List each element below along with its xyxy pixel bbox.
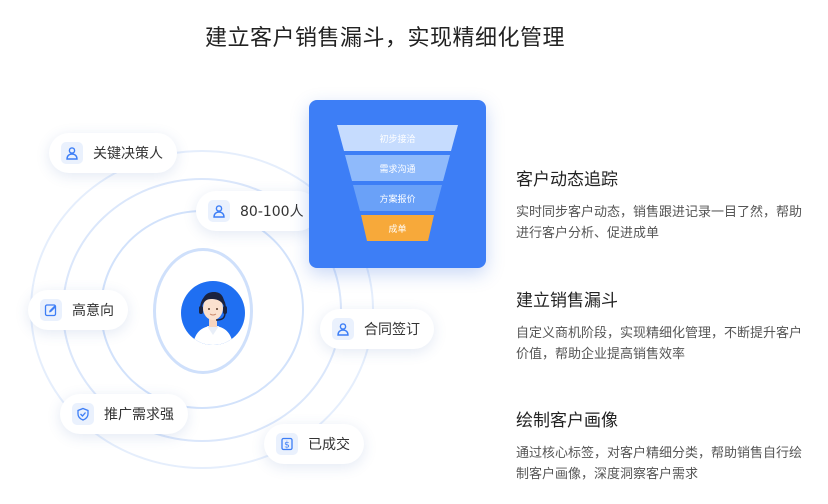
feature-description: 自定义商机阶段，实现精细化管理，不断提升客户价值，帮助企业提高销售效率 [516, 326, 803, 362]
feature-sales-funnel: 建立销售漏斗 自定义商机阶段，实现精细化管理，不断提升客户价值，帮助企业提高销售… [516, 286, 806, 365]
person-icon [208, 200, 230, 222]
page-title: 建立客户销售漏斗，实现精细化管理 [204, 26, 565, 51]
tag-deal-closed: $ 已成交 [264, 424, 364, 464]
sales-funnel-card: 初步接洽 需求沟通 方案报价 成单 [309, 100, 486, 268]
funnel-stage-1-label: 初步接洽 [379, 133, 415, 145]
tag-company-size: 80-100人 [196, 191, 318, 231]
feature-customer-profile: 绘制客户画像 通过核心标签，对客户精细分类，帮助销售自行绘制客户画像，深度洞察客… [516, 406, 806, 485]
salesperson-avatar [181, 281, 245, 345]
feature-title: 建立销售漏斗 [516, 291, 618, 311]
tag-decision-maker: 关键决策人 [49, 133, 177, 173]
tag-label: 高意向 [72, 303, 114, 319]
feature-customer-tracking: 客户动态追踪 实时同步客户动态，销售跟进记录一目了然，帮助进行客户分析、促进成单 [516, 165, 806, 244]
funnel-stage-3 [353, 185, 442, 211]
tag-label: 推广需求强 [104, 407, 174, 423]
feature-description: 通过核心标签，对客户精细分类，帮助销售自行绘制客户画像，深度洞察客户需求 [516, 446, 803, 482]
tag-contract-signed: 合同签订 [320, 309, 434, 349]
funnel-stage-3-label: 方案报价 [379, 193, 415, 205]
edit-icon [40, 299, 62, 321]
tag-high-intent: 高意向 [28, 290, 128, 330]
funnel-stage-2 [345, 155, 450, 181]
person-icon [332, 318, 354, 340]
tag-strong-demand: 推广需求强 [60, 394, 188, 434]
svg-text:$: $ [284, 441, 290, 451]
shield-icon [72, 403, 94, 425]
funnel-stage-2-label: 需求沟通 [379, 163, 415, 175]
feature-description: 实时同步客户动态，销售跟进记录一目了然，帮助进行客户分析、促进成单 [516, 205, 803, 241]
dollar-doc-icon: $ [276, 433, 298, 455]
tag-label: 合同签订 [364, 322, 420, 338]
tag-label: 关键决策人 [93, 146, 163, 162]
funnel-stage-4 [361, 215, 434, 241]
feature-title: 客户动态追踪 [516, 170, 618, 190]
funnel-stage-4-label: 成单 [388, 223, 406, 235]
tag-label: 已成交 [308, 437, 350, 453]
person-icon [61, 142, 83, 164]
tag-label: 80-100人 [240, 204, 304, 220]
funnel-stage-1 [337, 125, 458, 151]
feature-title: 绘制客户画像 [516, 411, 618, 431]
